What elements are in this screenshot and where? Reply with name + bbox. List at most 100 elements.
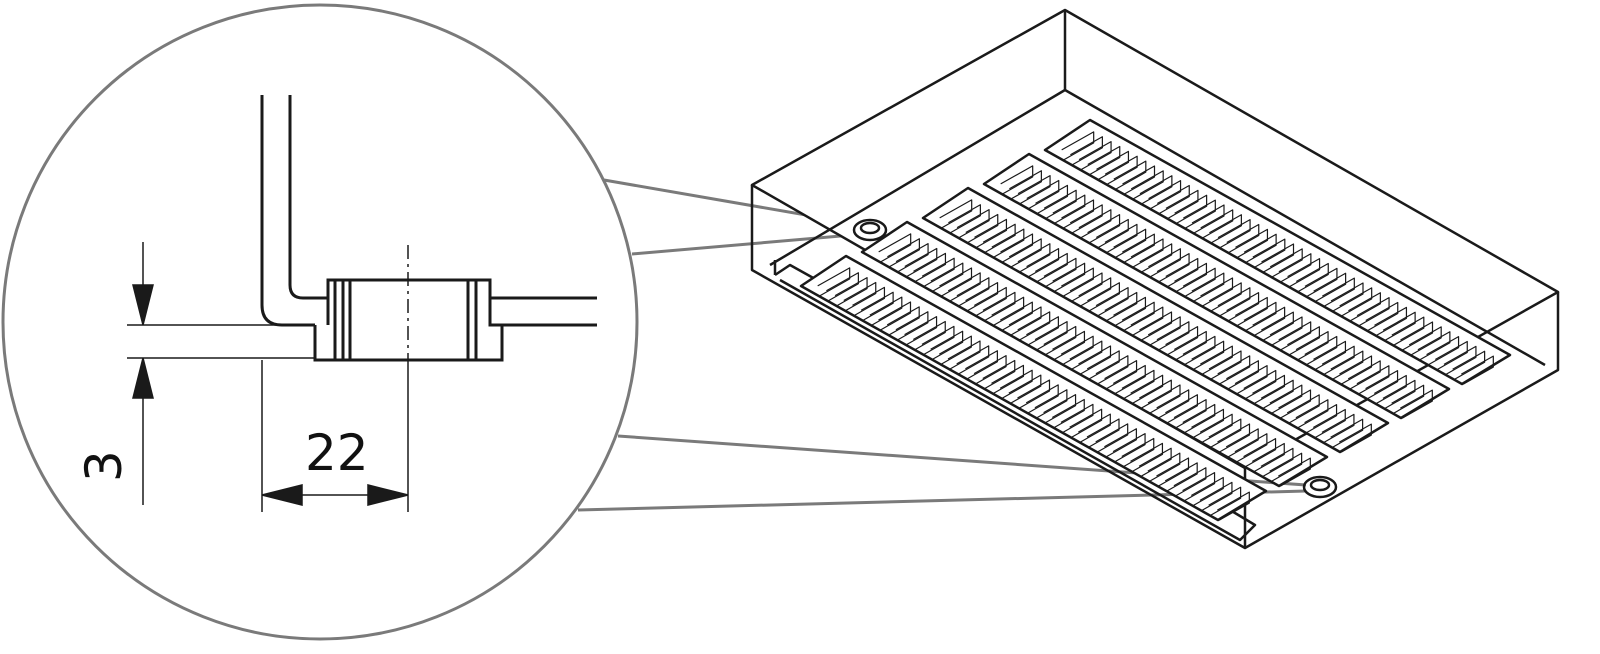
grille-fin — [1261, 311, 1294, 341]
grille-fin — [1008, 238, 1042, 268]
grille-fin — [1113, 228, 1147, 258]
grille-fin — [1260, 379, 1294, 409]
grille-fin — [1095, 355, 1129, 385]
grille-fin — [1008, 306, 1042, 336]
grille-fin — [982, 223, 1016, 253]
grille-fin — [1104, 291, 1138, 322]
grille-fin — [1104, 223, 1138, 253]
grille-fin — [1043, 257, 1077, 287]
grille-fin — [930, 262, 964, 292]
grille-fin — [1269, 384, 1303, 414]
grille-fin — [1139, 175, 1173, 205]
grille-fin — [1017, 311, 1051, 341]
grille-fin — [1025, 384, 1059, 414]
grille-fin — [1095, 423, 1129, 453]
grille-fin — [1173, 330, 1207, 361]
grille-fin — [1339, 423, 1372, 453]
grille-fin — [1112, 364, 1146, 395]
grille-fin — [860, 291, 894, 321]
grille-fin — [1191, 272, 1225, 302]
grille-fin — [1183, 199, 1216, 229]
grille-fin — [1121, 369, 1155, 399]
grille-fin — [1148, 248, 1181, 278]
grille-fin — [1000, 233, 1034, 263]
grille-fin — [1069, 340, 1103, 370]
grille-fin — [1260, 447, 1294, 477]
grille-fin — [1182, 267, 1216, 297]
grille-fin — [1060, 335, 1094, 365]
grille-fin — [930, 330, 964, 360]
grille-fin — [1113, 296, 1147, 326]
grille-fin — [1452, 350, 1486, 380]
grille-fin — [1286, 394, 1320, 424]
grille-fin — [1052, 330, 1086, 360]
grille-fin — [1330, 418, 1364, 448]
grille-fin — [1061, 199, 1095, 229]
grille-fin — [1156, 389, 1190, 419]
grille-fin — [1252, 306, 1286, 336]
grille-fin — [878, 301, 912, 331]
grille-fin — [1078, 141, 1112, 171]
grille-fin — [1121, 437, 1155, 468]
grille-tray — [750, 8, 1560, 550]
grille-fin — [1200, 209, 1234, 239]
grille-fin — [1243, 233, 1277, 263]
grille-fin — [1313, 340, 1347, 370]
grille-fin — [1069, 204, 1103, 234]
grille-fin — [1208, 282, 1242, 312]
grille-fin — [1243, 301, 1277, 331]
grille-fin — [939, 267, 973, 297]
grille-fin — [1147, 452, 1181, 482]
grille-fin — [1373, 374, 1407, 405]
grille-fin — [1426, 336, 1460, 366]
grille-fin — [1000, 165, 1034, 195]
grille-fin — [1217, 287, 1251, 317]
grille-fin — [1147, 316, 1181, 346]
grille-fin — [904, 316, 938, 346]
grille-fin — [1217, 355, 1251, 385]
mounting-hole — [852, 218, 888, 242]
grille-fin — [921, 325, 955, 355]
grille-fin — [1313, 272, 1347, 302]
grille-fin — [1269, 248, 1303, 278]
grille-fin — [982, 291, 1016, 321]
grille-fin — [1208, 486, 1242, 516]
grille-fin — [1278, 321, 1312, 351]
grille-fin — [1251, 442, 1285, 473]
grille-fin — [1156, 184, 1190, 215]
grille-fin — [1148, 180, 1182, 210]
grille-fin — [1061, 131, 1095, 161]
grille-fin — [869, 296, 903, 326]
grille-fin — [1165, 257, 1199, 288]
grille-fin — [1278, 457, 1311, 487]
grille-fin — [1112, 433, 1146, 463]
grille-fin — [1190, 476, 1224, 507]
grille-fin — [1174, 194, 1208, 224]
grille-fin — [965, 282, 999, 312]
grille-fin — [1304, 404, 1338, 434]
grille-fin — [913, 252, 947, 282]
grille-fin — [965, 350, 998, 380]
grille-fin — [1461, 355, 1494, 385]
grille-fin — [1060, 403, 1094, 433]
grille-fin — [991, 228, 1025, 258]
grille-fin — [1348, 292, 1381, 322]
grille-fin — [1087, 145, 1121, 176]
grille-fin — [1234, 433, 1268, 463]
grille-fin — [965, 213, 999, 244]
grille-fin — [1322, 277, 1355, 307]
grille-fin — [1243, 369, 1277, 400]
grille-fin — [1043, 325, 1077, 356]
grille-fin — [1174, 262, 1208, 292]
grille-fin — [1269, 452, 1303, 482]
grille-fin — [904, 247, 938, 278]
grille-fin — [1130, 442, 1164, 472]
grille-fin — [1226, 223, 1260, 254]
grille-fin — [1164, 462, 1198, 492]
grille-fin — [1061, 267, 1094, 297]
grille-fin — [1104, 155, 1138, 185]
grille-fin — [1173, 399, 1207, 429]
grille-fin — [1295, 331, 1329, 361]
grille-fin — [1078, 209, 1112, 239]
grille-fin — [1225, 428, 1259, 458]
